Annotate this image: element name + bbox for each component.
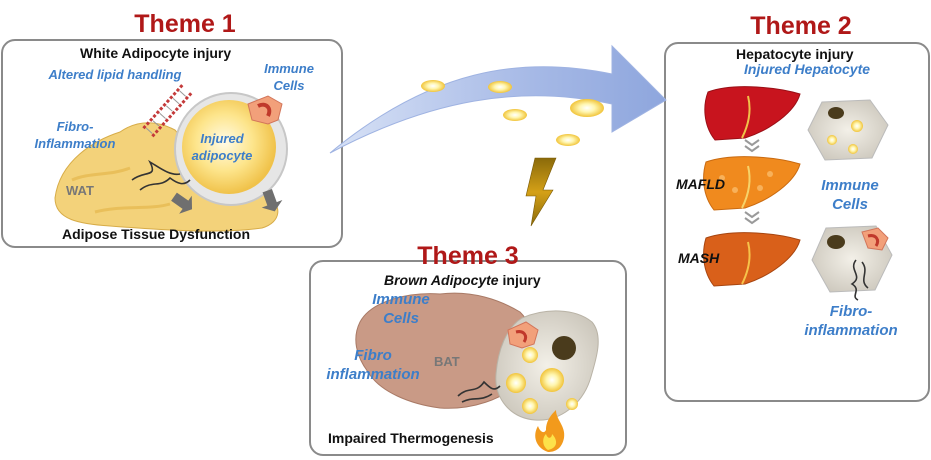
theme2-heading: Hepatocyte injury <box>736 46 854 62</box>
progression-chevron-icon <box>744 139 760 225</box>
hepatocyte-cell-2-icon <box>811 225 893 293</box>
theme2-title: Theme 2 <box>750 12 852 40</box>
bat-immune-cell-icon <box>507 321 539 349</box>
theme1-heading: White Adipocyte injury <box>80 45 232 61</box>
theme3-immune-cells-label: Immune Cells <box>372 291 430 327</box>
hepatocyte-cell-1-icon <box>807 99 889 161</box>
theme3-bat-label: BAT <box>434 354 460 369</box>
immune-cell-icon <box>247 95 283 125</box>
theme2-mafld-label: MAFLD <box>676 176 725 192</box>
theme2-fibro-inflammation-label: Fibro- inflammation <box>804 303 898 339</box>
theme3-heading-italic: Brown Adipocyte <box>384 272 499 288</box>
lipid-membrane-icon <box>142 82 194 138</box>
lightning-bolt <box>525 157 557 227</box>
theme3-footer: Impaired Thermogenesis <box>328 430 494 446</box>
liver-fibrosis-strands-icon <box>850 259 869 301</box>
theme3-fibro-inflammation-label: Fibro inflammation <box>326 347 420 383</box>
theme2-immune-cells-label: Immune Cells <box>821 177 879 213</box>
fibrosis-strands-icon <box>131 159 191 191</box>
theme1-altered-lipid-label: Altered lipid handling <box>48 67 182 82</box>
liver-mash-icon <box>703 232 801 287</box>
theme1-injured-adipocyte-label: Injured adipocyte <box>191 131 253 163</box>
theme2-mash-label: MASH <box>678 250 720 266</box>
brown-adipocyte-cell <box>495 310 599 421</box>
theme3-heading: Brown Adipocyte injury <box>384 272 541 288</box>
theme1-wat-label: WAT <box>66 183 94 198</box>
theme3-heading-rest: injury <box>498 272 541 288</box>
theme1-footer: Adipose Tissue Dysfunction <box>62 226 250 242</box>
liver-mafld-icon <box>703 156 801 211</box>
theme2-injured-hepatocyte-label: Injured Hepatocyte <box>744 61 871 77</box>
theme1-title: Theme 1 <box>134 10 236 38</box>
curved-arrow <box>329 44 667 154</box>
arrow-lipid-droplets <box>421 80 604 146</box>
theme1-fibro-inflammation-label: Fibro- Inflammation <box>34 119 116 151</box>
theme1-immune-cells-label: Immune Cells <box>264 61 314 93</box>
theme3-title: Theme 3 <box>417 242 519 270</box>
bat-fibrosis-strands-icon <box>457 380 501 403</box>
efflux-arrows-icon <box>171 188 283 214</box>
flame-icon <box>535 410 565 452</box>
liver-healthy-icon <box>704 86 801 141</box>
